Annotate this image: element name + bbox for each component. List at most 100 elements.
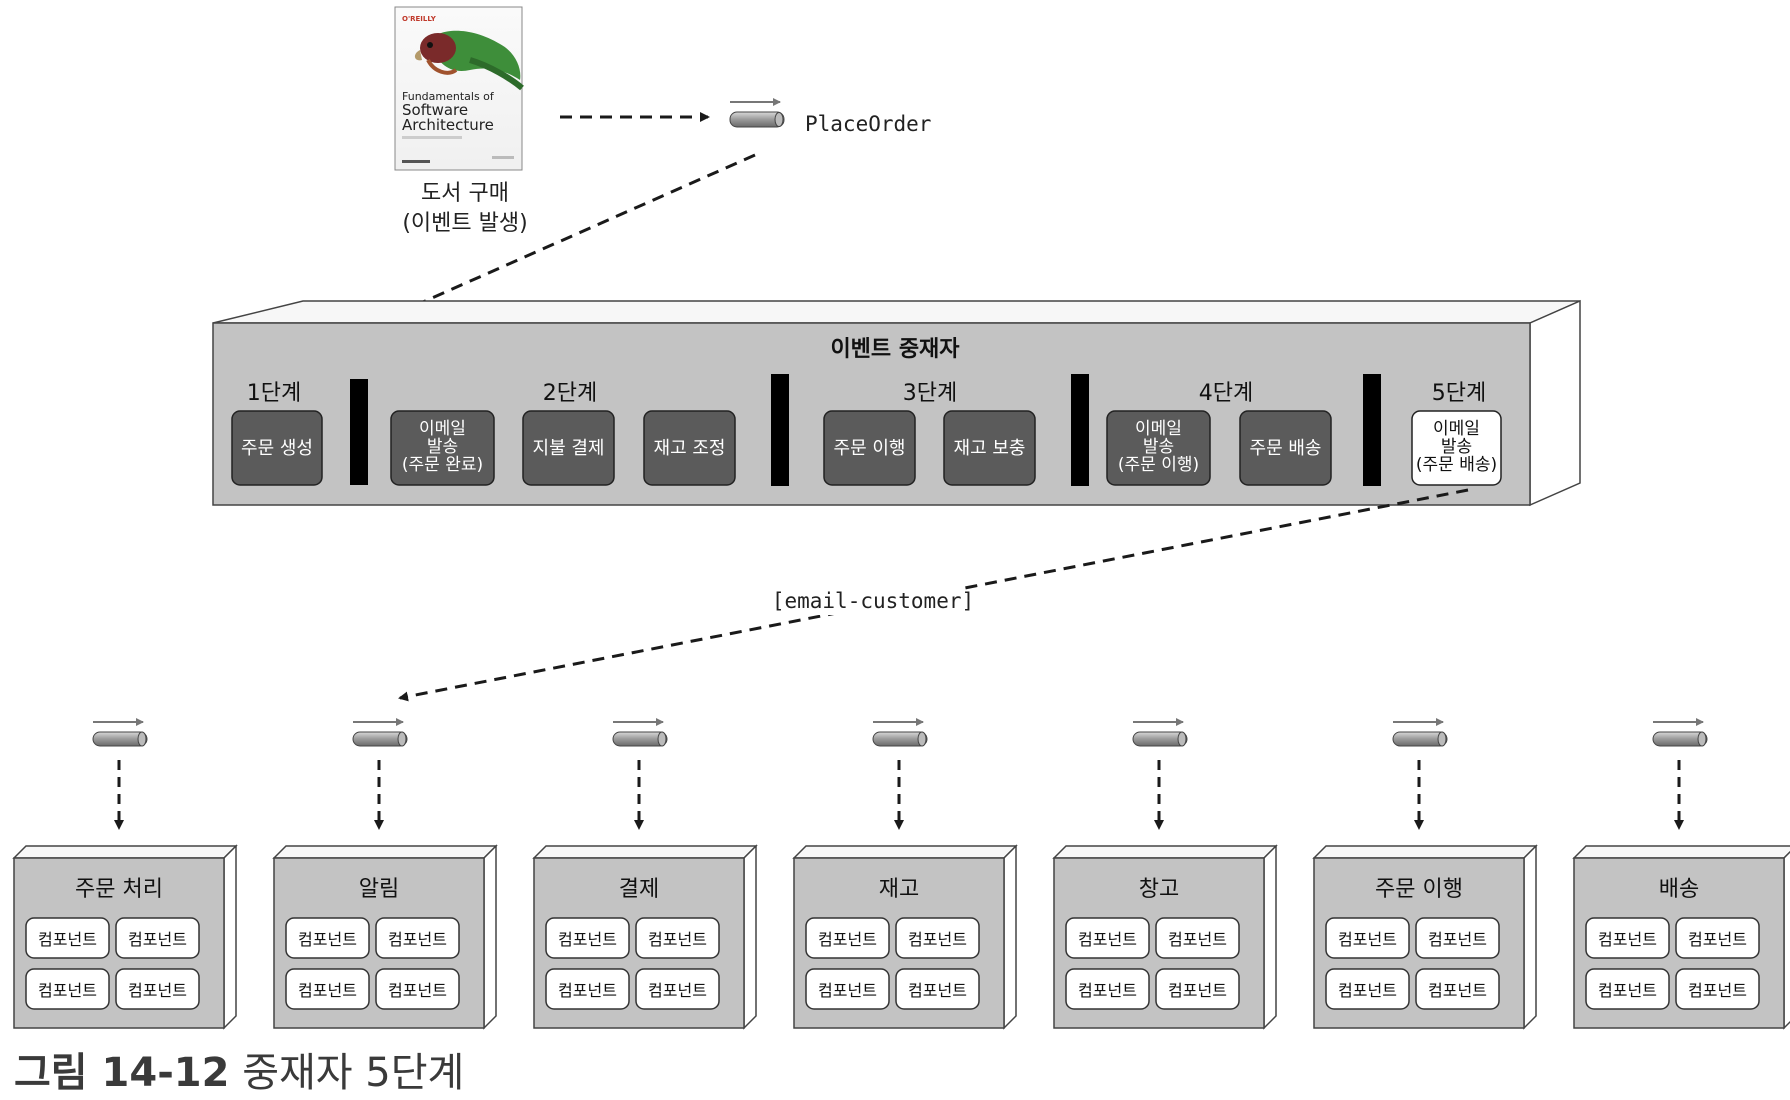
- parrot-illustration: [414, 30, 524, 91]
- component-label: 컴포넌트: [1688, 981, 1747, 1000]
- book-title-line3: Architecture: [402, 116, 494, 134]
- placeorder-event-label: PlaceOrder: [805, 112, 931, 136]
- processor-name: 주문 이행: [1375, 877, 1463, 902]
- component-box: 컴포넌트: [1155, 968, 1240, 1010]
- dispatched-event-label: [email-customer]: [772, 589, 974, 613]
- book-publisher: O'REILLY: [402, 15, 437, 23]
- component-label: 컴포넌트: [908, 930, 967, 949]
- task-adjust-inventory: 재고 조정: [643, 410, 736, 486]
- component-label: 컴포넌트: [1338, 981, 1397, 1000]
- component-label: 컴포넌트: [1688, 930, 1747, 949]
- processor-name: 창고: [1139, 877, 1179, 902]
- task-payment: 지불 결제: [522, 410, 615, 486]
- processor-channel: [1392, 718, 1448, 747]
- component-box: 컴포넌트: [25, 968, 110, 1010]
- component-label: 컴포넌트: [1428, 930, 1487, 949]
- component-label: 컴포넌트: [388, 930, 447, 949]
- task-restock-inventory: 재고 보충: [943, 410, 1036, 486]
- book-title-line2: Software: [402, 101, 468, 119]
- component-box: 컴포넌트: [115, 917, 200, 959]
- component-label: 컴포넌트: [298, 930, 357, 949]
- processor-name: 배송: [1659, 877, 1699, 902]
- processor-name: 재고: [879, 877, 919, 902]
- component-label: 컴포넌트: [648, 981, 707, 1000]
- component-box: 컴포넌트: [1585, 917, 1670, 959]
- component-label: 컴포넌트: [1338, 930, 1397, 949]
- component-label: 컴포넌트: [1168, 981, 1227, 1000]
- task-ship-order: 주문 배송: [1239, 410, 1332, 486]
- task-create-order: 주문 생성: [231, 410, 323, 486]
- book-caption-line1: 도서 구매: [421, 181, 509, 206]
- component-box: 컴포넌트: [1065, 917, 1150, 959]
- stage-divider: [350, 379, 368, 485]
- component-box: 컴포넌트: [1155, 917, 1240, 959]
- component-box: 컴포넌트: [285, 968, 370, 1010]
- component-label: 컴포넌트: [38, 981, 97, 1000]
- component-box: 컴포넌트: [1325, 917, 1410, 959]
- component-box: 컴포넌트: [1675, 968, 1760, 1010]
- task-label: 지불 결제: [533, 438, 605, 459]
- component-box: 컴포넌트: [25, 917, 110, 959]
- component-box: 컴포넌트: [1415, 917, 1500, 959]
- component-box: 컴포넌트: [805, 968, 890, 1010]
- component-box: 컴포넌트: [895, 968, 980, 1010]
- component-label: 컴포넌트: [908, 981, 967, 1000]
- processor-name: 결제: [619, 877, 659, 902]
- step-4-label: 4단계: [1199, 381, 1253, 406]
- step-5-label: 5단계: [1432, 381, 1486, 406]
- processor-channel: [92, 718, 148, 747]
- component-label: 컴포넌트: [818, 930, 877, 949]
- component-box: 컴포넌트: [1675, 917, 1760, 959]
- component-box: 컴포넌트: [895, 917, 980, 959]
- processor-name: 알림: [359, 877, 399, 902]
- task-label: 주문 이행: [834, 438, 906, 459]
- component-box: 컴포넌트: [635, 917, 720, 959]
- step-3-label: 3단계: [903, 381, 957, 406]
- component-box: 컴포넌트: [805, 917, 890, 959]
- book-caption-line2: (이벤트 발생): [402, 211, 527, 236]
- component-box: 컴포넌트: [375, 968, 460, 1010]
- mediator-title: 이벤트 중재자: [830, 337, 960, 362]
- book-title-line1: Fundamentals of: [402, 90, 495, 103]
- processor-channel: [1652, 718, 1708, 747]
- task-label: 주문 생성: [241, 438, 313, 459]
- processor-channel: [612, 718, 668, 747]
- component-box: 컴포넌트: [545, 968, 630, 1010]
- component-box: 컴포넌트: [1325, 968, 1410, 1010]
- component-label: 컴포넌트: [1078, 930, 1137, 949]
- component-label: 컴포넌트: [1598, 981, 1657, 1000]
- component-label: 컴포넌트: [1428, 981, 1487, 1000]
- component-label: 컴포넌트: [298, 981, 357, 1000]
- component-box: 컴포넌트: [635, 968, 720, 1010]
- processor-channel: [1132, 718, 1188, 747]
- component-box: 컴포넌트: [115, 968, 200, 1010]
- component-label: 컴포넌트: [38, 930, 97, 949]
- component-box: 컴포넌트: [1585, 968, 1670, 1010]
- figure-title: 중재자 5단계: [242, 1050, 465, 1096]
- processor-channel: [872, 718, 928, 747]
- component-label: 컴포넌트: [558, 930, 617, 949]
- step-1-label: 1단계: [247, 381, 301, 406]
- processor-channel: [352, 718, 408, 747]
- component-label: 컴포넌트: [1078, 981, 1137, 1000]
- task-label: 재고 보충: [954, 438, 1026, 459]
- component-label: 컴포넌트: [648, 930, 707, 949]
- figure-caption: 그림 14-12 중재자 5단계: [14, 1040, 464, 1098]
- component-box: 컴포넌트: [375, 917, 460, 959]
- task-label: 재고 조정: [654, 438, 726, 459]
